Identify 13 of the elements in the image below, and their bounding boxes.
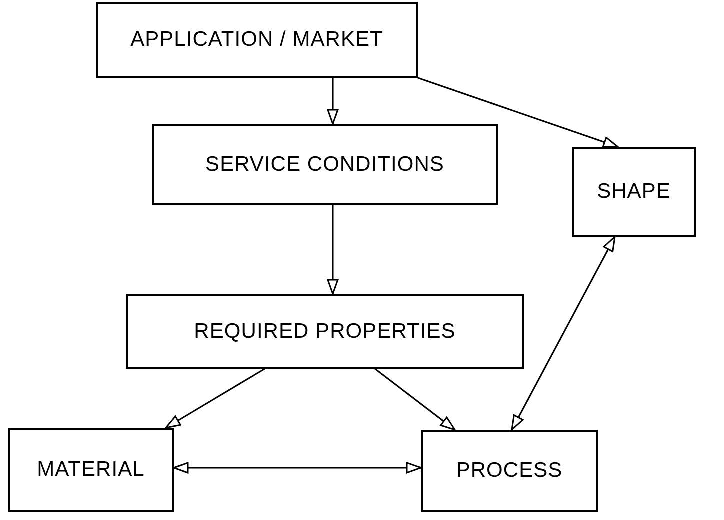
process-box: SERVICE CONDITIONS (152, 124, 498, 205)
process-box: SHAPE (572, 147, 696, 237)
arrow (327, 205, 339, 295)
arrow (327, 78, 339, 125)
arrow (511, 236, 616, 431)
process-box: PROCESS (421, 430, 598, 512)
process-box: REQUIRED PROPERTIES (126, 294, 524, 369)
arrow (165, 368, 266, 429)
arrow (418, 77, 619, 148)
arrow (173, 462, 422, 474)
arrow (374, 368, 456, 431)
process-box: APPLICATION / MARKET (96, 2, 418, 78)
process-box: MATERIAL (8, 428, 174, 512)
